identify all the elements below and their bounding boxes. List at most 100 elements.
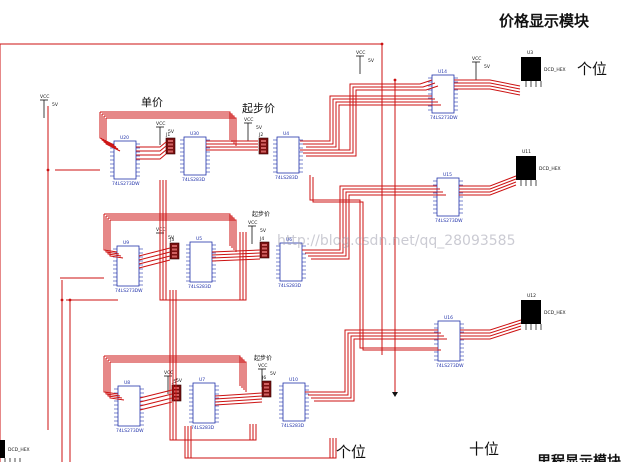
chip-u30-refdes: U30 — [190, 131, 199, 137]
vcc-u8-label: VCC — [164, 370, 173, 376]
vcc-top-label: VCC — [356, 50, 365, 56]
bus-u16-u12 — [460, 322, 522, 334]
bus-u14-u3 — [454, 79, 521, 87]
bus-u4-u14 — [306, 101, 438, 148]
bus-u8-in — [105, 358, 121, 397]
bus-u14-u3 — [454, 85, 521, 93]
bus-u9-in — [103, 214, 118, 253]
vcc-u20-label: VCC — [156, 121, 165, 127]
junction-dot — [46, 168, 50, 172]
bus-u5-u6 — [211, 249, 261, 253]
bus-u16-u12 — [460, 325, 522, 337]
switch-j6-lever — [264, 390, 269, 392]
bus-u20-in — [103, 116, 119, 150]
vcc-u4-volt: 5V — [256, 125, 263, 131]
chip-u4-refdes: U4 — [283, 131, 289, 137]
bus-u8-sw — [139, 397, 173, 407]
junction-dot — [60, 298, 64, 302]
display-u12-part: DCD_HEX — [544, 310, 566, 316]
chip-u5-part: 74LS283D — [188, 284, 212, 290]
bus-u20-sw — [136, 153, 167, 160]
bus-u6-u15 — [311, 194, 446, 260]
chip-u10-body — [282, 382, 306, 422]
bus-u20-sw — [136, 145, 167, 152]
switch-j1-lever — [168, 147, 173, 149]
chip-u4-part: 74LS283D — [275, 175, 299, 181]
chip-u7-part: 74LS283D — [191, 425, 215, 431]
switch-j5-label: J5 — [171, 379, 176, 385]
chip-u20-refdes: U20 — [120, 135, 129, 141]
vcc-u9-label: VCC — [156, 227, 165, 233]
switch-j4-lever — [262, 254, 267, 257]
ground-arrow — [392, 392, 398, 397]
bus-top-loop — [104, 115, 235, 144]
bus-row2-row3 — [175, 290, 257, 441]
vcc-u8-volt: 5V — [176, 378, 183, 384]
vcc-u5-label: VCC — [248, 220, 257, 226]
chip-u9-body — [116, 245, 140, 287]
bus-u10-u16 — [305, 329, 438, 393]
switch-j3-lever — [172, 245, 177, 247]
watermark-url: http://blog.csdn.net/qq_28093585 — [277, 233, 516, 249]
bus-u9-sw — [138, 259, 171, 269]
bus-bot-loop — [108, 359, 245, 390]
bus-u15-u11 — [459, 178, 517, 190]
bus-u10-u16 — [311, 335, 444, 399]
switch-j4-label: J4 — [259, 236, 264, 242]
bus-u15-u11 — [459, 181, 517, 193]
start-price-small-label-1: 起步价 — [252, 211, 271, 218]
switch-j2-label: J2 — [258, 132, 263, 138]
junction-dot — [380, 42, 384, 46]
bus-u8-in — [109, 362, 125, 401]
chip-u14-body — [431, 74, 455, 114]
display-left-partial-part: DCD_HEX — [8, 447, 30, 453]
chip-u9-refdes: U9 — [123, 240, 129, 246]
bus-u9-sw — [138, 251, 171, 261]
bus-top-loop — [100, 111, 231, 140]
module-title: 价格显示模块 — [499, 12, 590, 30]
bus-u8-in — [103, 356, 119, 395]
switch-j6-lever — [264, 386, 269, 389]
unit-price-label: 单价 — [141, 96, 163, 109]
vcc-left-label: VCC — [40, 94, 49, 100]
vcc-u20-volt: 5V — [168, 129, 175, 135]
bus-u5-u6 — [211, 258, 261, 262]
vcc-left-volt: 5V — [52, 102, 59, 108]
switch-j3-body — [169, 242, 180, 260]
bus-u9-sw — [138, 247, 171, 257]
switch-j2-lever — [261, 143, 266, 146]
switch-j4-lever — [262, 251, 267, 253]
bus-u6-u15 — [308, 191, 443, 257]
bus-cross-right — [312, 177, 441, 351]
display-u11-part: DCD_HEX — [539, 166, 561, 172]
bus-bottom — [190, 426, 337, 459]
switch-j1-lever — [168, 143, 173, 146]
bus-u20-sw — [136, 141, 167, 148]
chip-u16-refdes: U16 — [444, 315, 453, 321]
display-u3-part: DCD_HEX — [544, 67, 566, 73]
switch-j4-lever — [262, 247, 267, 250]
bus-u16-u12 — [460, 319, 522, 331]
bus-u15-u11 — [459, 184, 517, 196]
chip-u16-part: 74LS273DW — [436, 363, 464, 369]
bus-u10-u16 — [314, 338, 447, 402]
display-u11-body — [516, 156, 536, 180]
bus-u4-u14 — [303, 98, 435, 145]
chip-u4-body — [276, 136, 300, 174]
bus-u7-u10 — [214, 401, 263, 406]
bus-u6-u15 — [305, 188, 440, 254]
bus-mid-loop — [106, 215, 233, 248]
bus-u14-u3 — [454, 82, 521, 90]
bus-u20-sw — [136, 149, 167, 156]
switch-j3-lever — [172, 248, 177, 251]
chip-u15-refdes: U15 — [443, 172, 452, 178]
bus-top-feed — [303, 82, 436, 154]
chip-u10-refdes: U10 — [289, 377, 298, 383]
display-left-partial-body — [0, 440, 5, 458]
bus-u5-u6 — [211, 252, 261, 256]
bus-u6-u15 — [302, 185, 437, 251]
display-u12-refdes: U12 — [527, 293, 536, 299]
bus-u9-in — [105, 216, 120, 255]
display-u3-body — [521, 57, 541, 81]
